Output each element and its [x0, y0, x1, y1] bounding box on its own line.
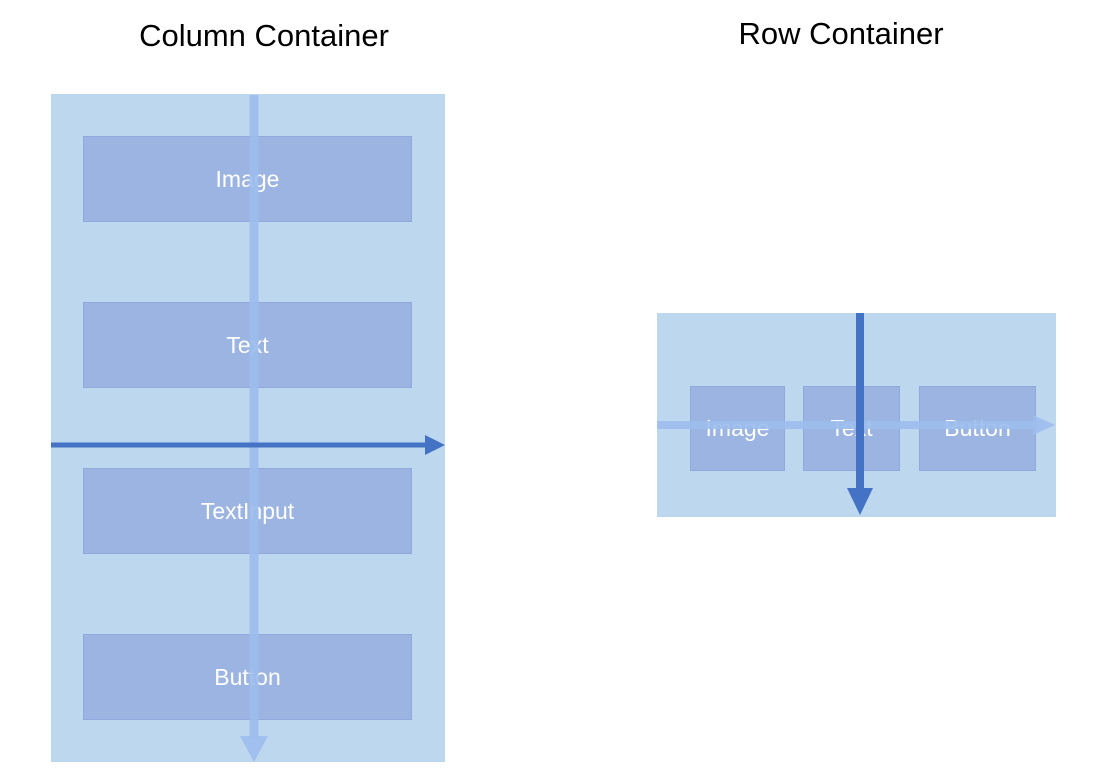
- column-child-button: Button: [83, 634, 412, 720]
- row-child-button: Button: [919, 386, 1036, 471]
- column-container-title: Column Container: [139, 18, 389, 53]
- row-child-text: Text: [803, 386, 900, 471]
- column-child-textinput: TextInput: [83, 468, 412, 554]
- row-child-image: Image: [690, 386, 785, 471]
- column-child-text: Text: [83, 302, 412, 388]
- column-child-image: Image: [83, 136, 412, 222]
- row-container-title: Row Container: [738, 16, 944, 51]
